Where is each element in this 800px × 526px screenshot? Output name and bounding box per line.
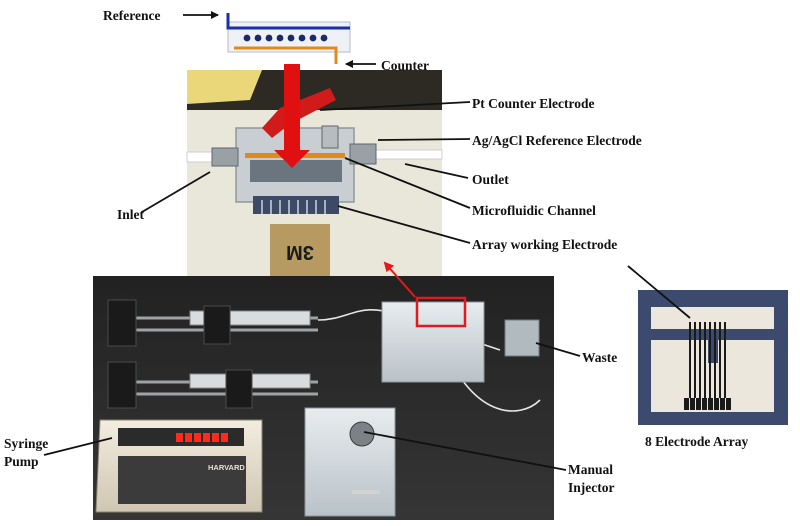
electrode-dot xyxy=(276,34,284,42)
tape-label xyxy=(270,224,330,276)
label-manual-injector-line1: Manual xyxy=(568,462,613,477)
injector-base xyxy=(304,407,396,517)
counter-electrode-line xyxy=(234,46,338,64)
callout-arrow xyxy=(383,261,416,298)
inset-pad-top xyxy=(651,307,774,329)
pt-counter-leader xyxy=(319,101,471,111)
inset-fingers xyxy=(689,322,726,398)
flow-cell-photo: 3M xyxy=(186,64,443,276)
label-syringe-pump-line2: Pump xyxy=(4,454,39,469)
electrode-dot xyxy=(243,34,251,42)
label-syringe-pump-line1: Syringe xyxy=(4,436,48,451)
label-array-working: Array working Electrode xyxy=(472,237,617,252)
electrode-array-strip xyxy=(253,196,339,214)
label-inlet: Inlet xyxy=(117,207,145,222)
electrode-schematic xyxy=(226,13,351,64)
pump-block-3 xyxy=(203,305,231,345)
tape-brand-text: 3M xyxy=(286,241,314,263)
electrode-dot xyxy=(287,34,295,42)
inset-contact-pads xyxy=(684,398,731,410)
label-microfluidic-channel: Microfluidic Channel xyxy=(472,203,596,218)
label-counter: Counter xyxy=(381,58,429,73)
array-fingers xyxy=(261,200,326,214)
label-electrode-array: 8 Electrode Array xyxy=(645,434,748,449)
flow-cell-mount xyxy=(381,301,485,383)
label-pt-counter: Pt Counter Electrode xyxy=(472,96,594,111)
electrode-dot xyxy=(254,34,262,42)
inset-leader xyxy=(627,265,691,319)
leaders xyxy=(43,11,691,471)
outlet-leader xyxy=(404,163,469,179)
electrode-array-inset xyxy=(638,290,788,425)
electrode-dot xyxy=(298,34,306,42)
yellow-pad xyxy=(187,70,262,104)
pump-block-2 xyxy=(107,361,137,409)
labels: Reference Counter Pt Counter Electrode A… xyxy=(4,8,748,495)
syringe-pump-leader xyxy=(43,437,113,456)
pump-block-4 xyxy=(225,369,253,409)
label-manual-injector-line2: Injector xyxy=(568,480,614,495)
manual-injector-leader xyxy=(363,431,567,471)
working-electrode-dots xyxy=(243,34,328,42)
electrode-dot xyxy=(320,34,328,42)
right-fitting xyxy=(349,143,377,165)
callout-box xyxy=(415,296,467,328)
pump-keypad xyxy=(118,456,246,504)
silver-screw xyxy=(321,125,339,149)
inset-pad-bottom xyxy=(651,340,774,412)
array-working-leader xyxy=(337,205,471,244)
label-outlet: Outlet xyxy=(472,172,509,187)
label-ag-reference: Ag/AgCl Reference Electrode xyxy=(472,133,642,148)
big-red-arrow xyxy=(274,64,310,168)
label-reference: Reference xyxy=(103,8,160,23)
waste-leader xyxy=(535,342,581,357)
pump-brand-text: HARVARD xyxy=(208,463,245,472)
label-waste: Waste xyxy=(582,350,617,365)
bench-photo: HARVARD xyxy=(93,261,554,520)
left-fitting xyxy=(211,147,239,167)
inlet-leader xyxy=(141,171,211,213)
pump-block-1 xyxy=(107,299,137,347)
waste-beaker xyxy=(504,319,540,357)
microfluidic-leader xyxy=(344,157,471,209)
ag-reference-leader xyxy=(377,138,471,141)
electrode-dot xyxy=(309,34,317,42)
reference-electrode-line xyxy=(226,13,350,30)
pump-display xyxy=(176,433,228,442)
gray-block xyxy=(250,160,342,182)
electrode-dot xyxy=(265,34,273,42)
